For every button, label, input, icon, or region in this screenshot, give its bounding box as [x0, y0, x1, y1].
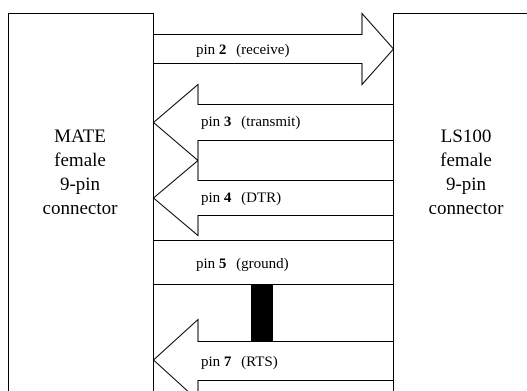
- pin-7-number: 7: [224, 354, 232, 370]
- pin-5-prefix: pin: [196, 256, 216, 272]
- ls100-connector-box: [393, 13, 527, 391]
- pin-5-name: (ground): [236, 256, 289, 272]
- ls100-label-line-2: female: [440, 150, 492, 171]
- pin-4-number: 4: [224, 190, 232, 206]
- pin-7-arrow: [152, 318, 394, 391]
- pin-5-bar: [153, 240, 394, 285]
- pin-7-label: pin 7 (RTS): [201, 354, 278, 370]
- pin-2-prefix: pin: [196, 42, 216, 58]
- pin-4-name: (DTR): [241, 190, 281, 206]
- pin-3-name: (transmit): [241, 114, 300, 130]
- mate-label-line-4: connector: [43, 198, 119, 219]
- pin-5-number: 5: [219, 256, 227, 272]
- ls100-label-line-3: 9-pin: [446, 174, 487, 195]
- ls100-label-line-1: LS100: [441, 126, 492, 147]
- mate-label-line-1: MATE: [54, 126, 106, 147]
- pin-7-prefix: pin: [201, 354, 221, 370]
- pin-5-label: pin 5 (ground): [196, 256, 289, 272]
- pin-2-number: 2: [219, 42, 227, 58]
- pin-7-name: (RTS): [241, 354, 278, 370]
- pin-3-label: pin 3 (transmit): [201, 114, 300, 130]
- pin-4-arrow: [152, 159, 394, 237]
- pin-2-arrow: [153, 12, 395, 86]
- pin-4-label: pin 4 (DTR): [201, 190, 281, 206]
- pin-3-arrow: [152, 83, 394, 162]
- mate-connector-box: [8, 13, 154, 391]
- jumper-overlay: [251, 284, 273, 342]
- mate-label-line-3: 9-pin: [60, 174, 101, 195]
- ls100-label-line-4: connector: [429, 198, 505, 219]
- mate-label-line-2: female: [54, 150, 106, 171]
- pin-3-number: 3: [224, 114, 232, 130]
- pin-2-label: pin 2 (receive): [196, 42, 289, 58]
- pin-3-prefix: pin: [201, 114, 221, 130]
- pin-2-name: (receive): [236, 42, 289, 58]
- pin-4-prefix: pin: [201, 190, 221, 206]
